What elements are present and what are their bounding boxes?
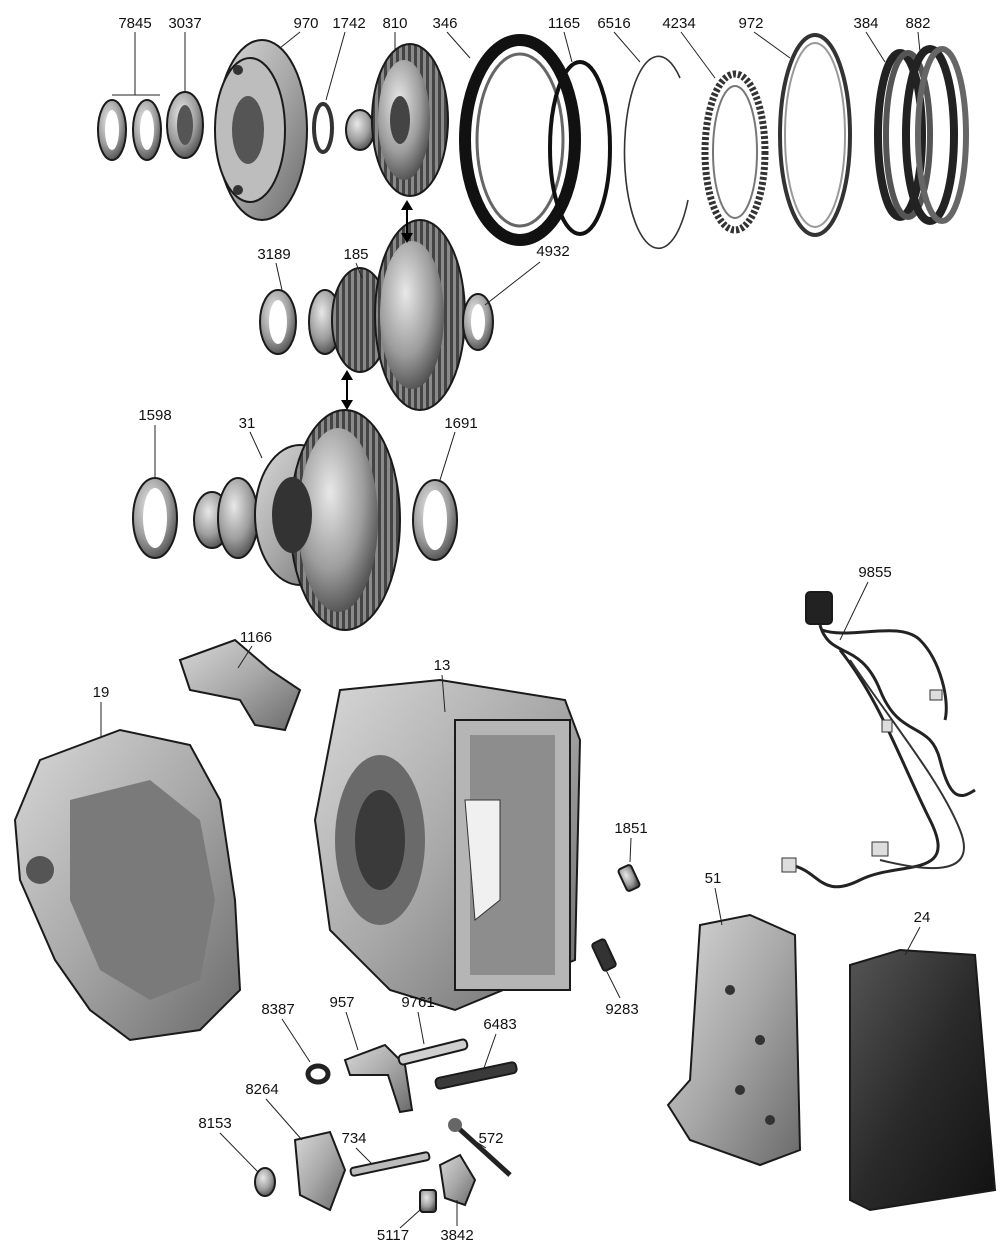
part-384-clutch-pack xyxy=(874,49,933,221)
part-1598-bearing-cup xyxy=(132,477,178,559)
part-24-oil-pan xyxy=(849,948,997,1212)
label-4234: 4234 xyxy=(662,15,695,32)
label-970: 970 xyxy=(293,15,318,32)
part-346-seal xyxy=(459,34,581,246)
part-19-bell-housing xyxy=(13,728,242,1042)
label-9283: 9283 xyxy=(605,1001,638,1018)
label-5117: 5117 xyxy=(377,1227,409,1244)
part-3037-tapered-bearing xyxy=(166,91,204,159)
label-8264: 8264 xyxy=(245,1081,278,1098)
part-572-detent xyxy=(448,1118,512,1177)
label-9761: 9761 xyxy=(401,994,434,1011)
label-9855: 9855 xyxy=(858,564,891,581)
part-1691-bearing-cup xyxy=(412,479,458,561)
label-734: 734 xyxy=(341,1130,366,1147)
part-3189-bearing-cup xyxy=(259,289,297,355)
part-734-rod xyxy=(349,1151,431,1177)
label-882: 882 xyxy=(905,15,930,32)
label-1165: 1165 xyxy=(548,15,580,32)
label-972: 972 xyxy=(738,15,763,32)
part-8153-clip xyxy=(254,1167,276,1197)
part-882-clutch-pack xyxy=(902,45,969,225)
part-1851-sensor xyxy=(617,864,641,892)
part-4234-clutch-disc xyxy=(701,70,769,234)
part-810-output-gear xyxy=(345,43,449,197)
part-6516-snap-ring xyxy=(623,55,689,250)
part-9283-sensor xyxy=(591,938,617,972)
part-13-transmission-case xyxy=(313,678,582,1012)
mesh-arrows xyxy=(341,200,413,410)
label-1691: 1691 xyxy=(444,415,477,432)
label-1598: 1598 xyxy=(138,407,171,424)
label-572: 572 xyxy=(478,1130,503,1147)
part-957-lever xyxy=(343,1043,414,1114)
label-384: 384 xyxy=(853,15,878,32)
label-1851: 1851 xyxy=(614,820,647,837)
label-3842: 3842 xyxy=(440,1227,473,1244)
part-6483-shaft xyxy=(434,1061,518,1090)
part-185-intermediate-gear xyxy=(308,219,466,411)
label-6483: 6483 xyxy=(483,1016,516,1033)
label-51: 51 xyxy=(705,870,722,887)
part-31-differential xyxy=(193,409,401,631)
label-3189: 3189 xyxy=(257,246,290,263)
part-3842-bracket xyxy=(438,1153,477,1207)
label-13: 13 xyxy=(434,657,451,674)
part-972-pressure-plate xyxy=(778,33,852,237)
label-185: 185 xyxy=(343,246,368,263)
label-957: 957 xyxy=(329,994,354,1011)
labels: 7845 3037 970 1742 810 346 1165 6516 423… xyxy=(93,15,931,1244)
label-346: 346 xyxy=(432,15,457,32)
part-1742-snap-ring xyxy=(312,102,334,154)
label-19: 19 xyxy=(93,684,110,701)
part-51-valve-body xyxy=(666,913,802,1167)
label-8153: 8153 xyxy=(198,1115,231,1132)
part-1166-deflector xyxy=(178,638,302,732)
label-3037: 3037 xyxy=(168,15,201,32)
part-5117-plug xyxy=(419,1189,437,1213)
label-31: 31 xyxy=(239,415,256,432)
part-970-pump-housing xyxy=(214,39,308,221)
label-4932: 4932 xyxy=(536,243,569,260)
label-8387: 8387 xyxy=(261,1001,294,1018)
label-810: 810 xyxy=(382,15,407,32)
part-8387-spring xyxy=(305,1063,331,1085)
part-9761-pin xyxy=(397,1038,469,1066)
label-1166: 1166 xyxy=(240,629,272,646)
part-9855-wiring-harness xyxy=(781,591,976,889)
part-7845-bearing-cups xyxy=(97,99,162,161)
part-4932-bearing-cup xyxy=(462,293,494,351)
part-8264-switch xyxy=(293,1130,347,1212)
label-7845: 7845 xyxy=(118,15,151,32)
label-24: 24 xyxy=(914,909,931,926)
label-6516: 6516 xyxy=(597,15,630,32)
part-1165-seal-ring xyxy=(548,60,612,236)
label-1742: 1742 xyxy=(332,15,365,32)
